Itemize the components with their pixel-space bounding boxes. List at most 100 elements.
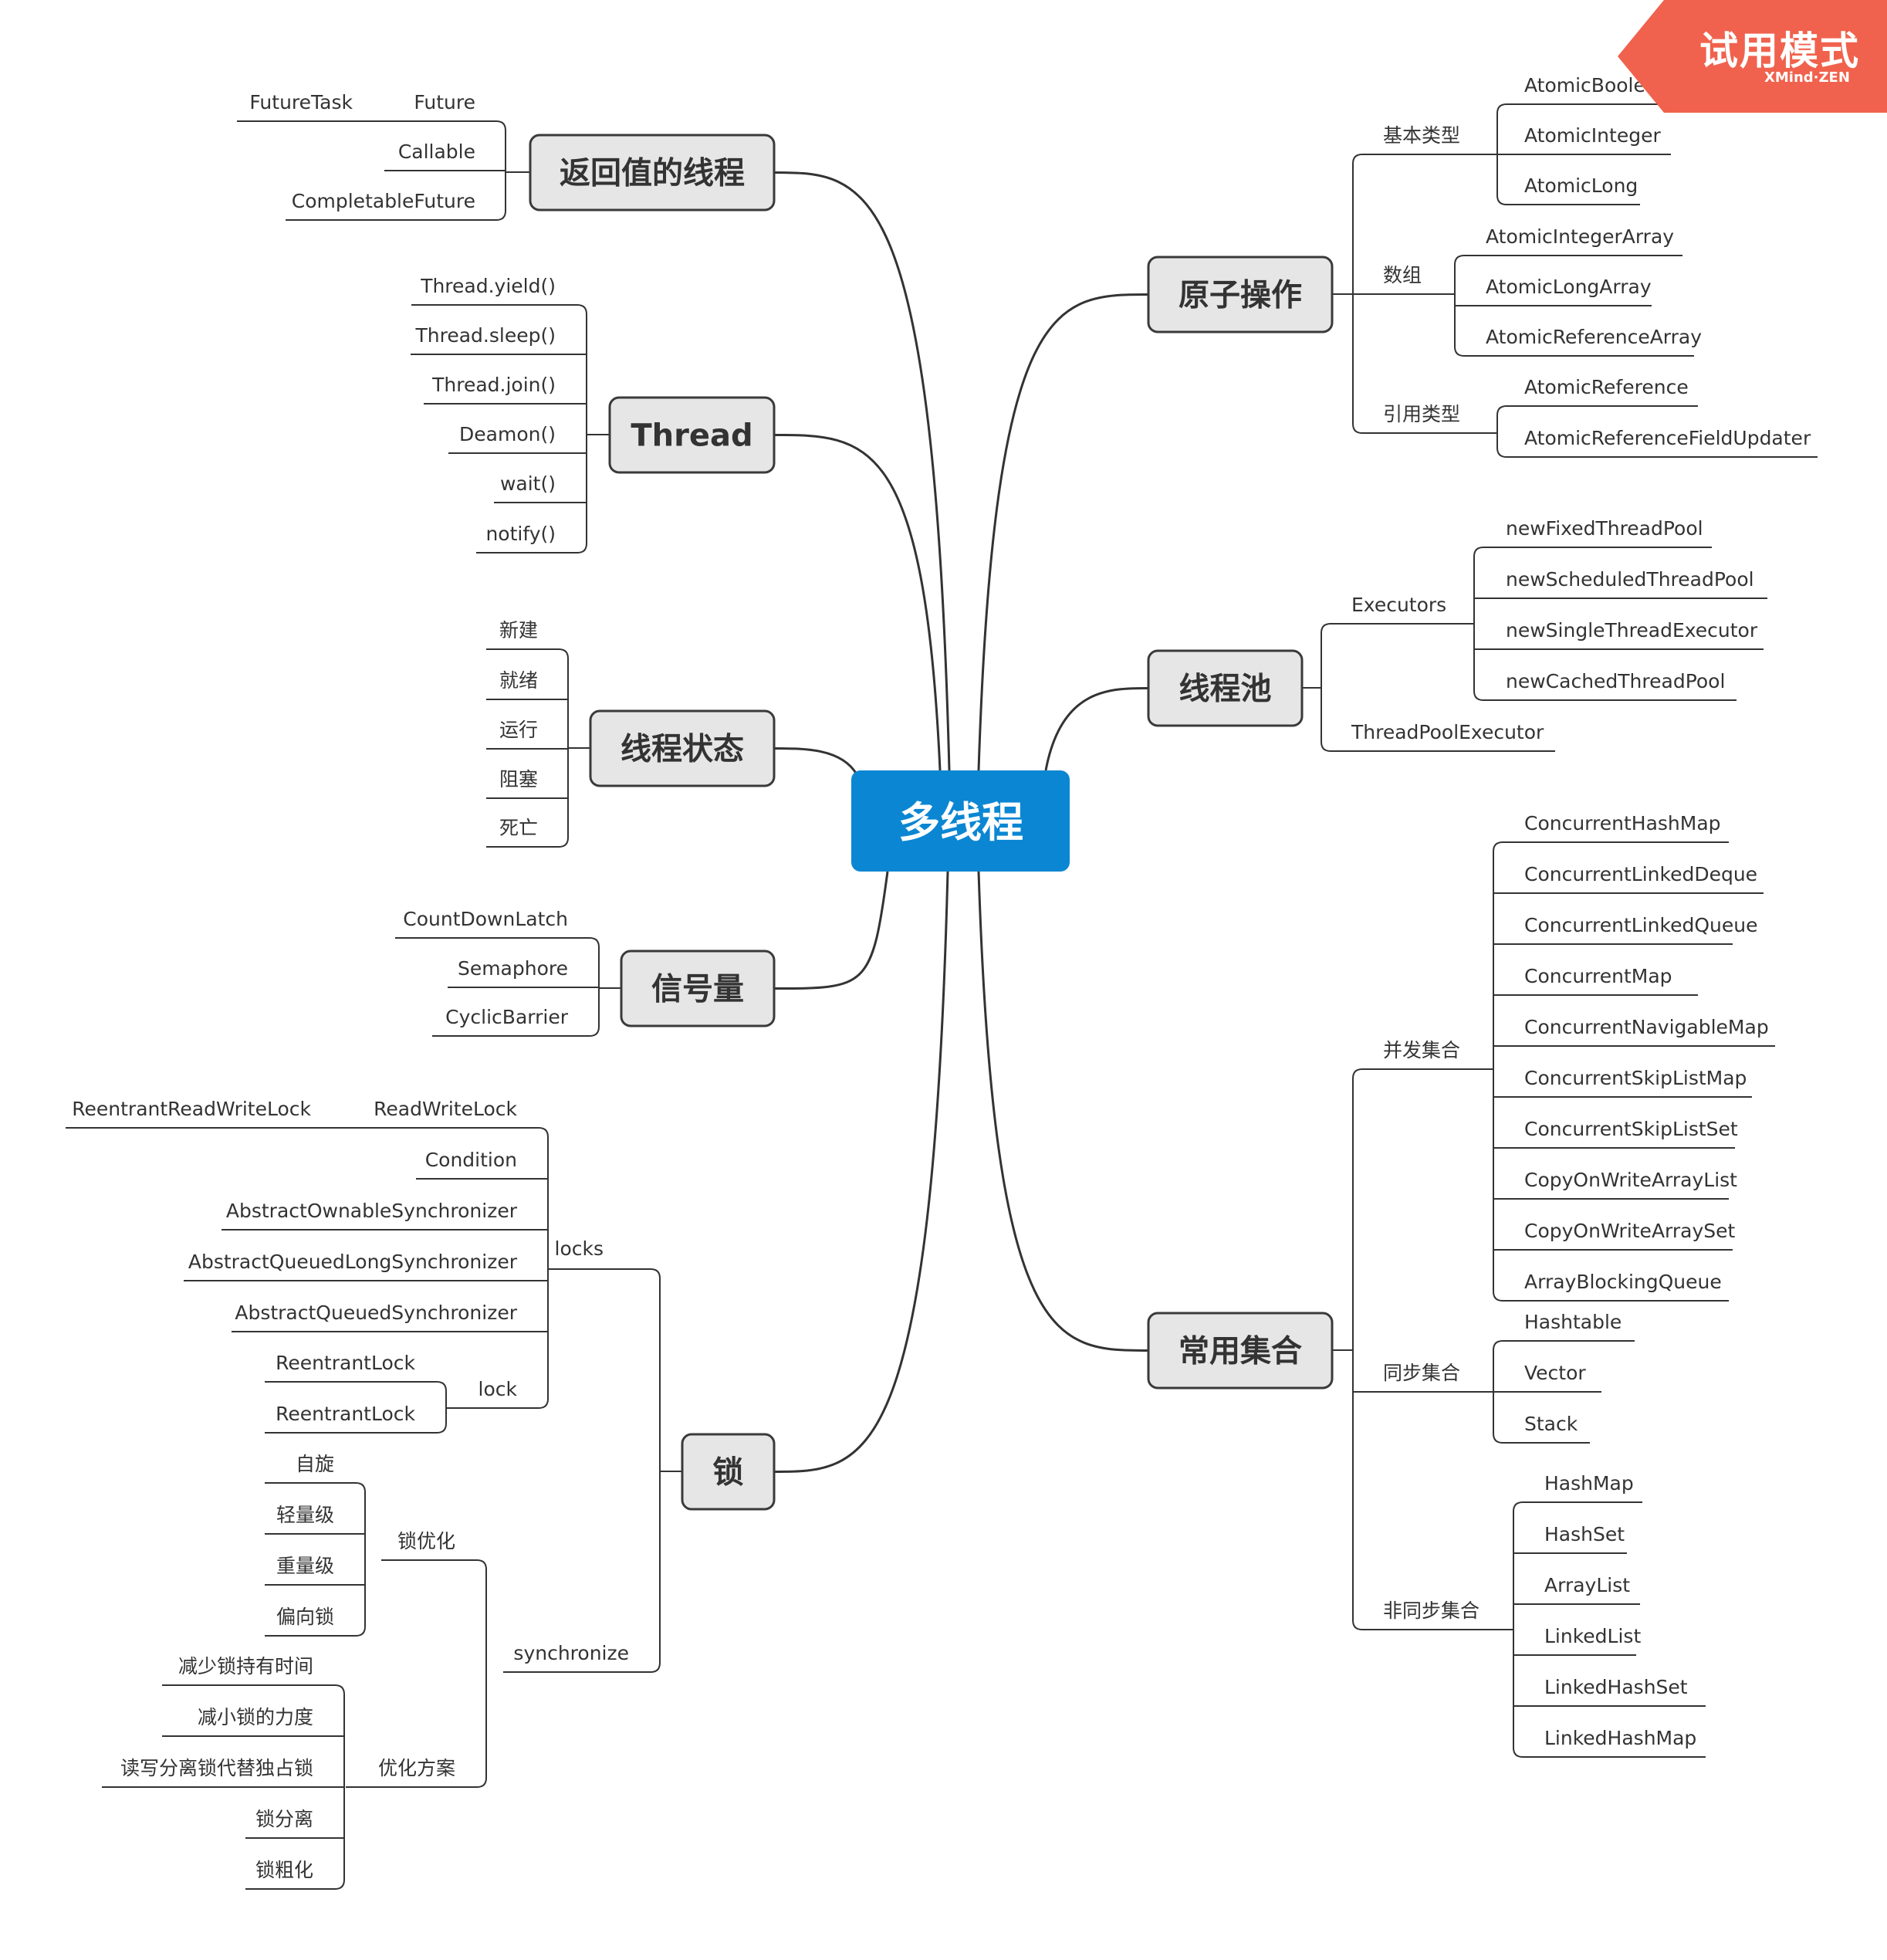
topic-state-3: 阻塞 bbox=[499, 768, 538, 790]
branch-connector-semaphore bbox=[773, 871, 889, 990]
topic-collection-0-8: CopyOnWriteArraySet bbox=[1524, 1220, 1736, 1242]
topic-non-synchronized-collections: 非同步集合 bbox=[1383, 1599, 1480, 1622]
topic-state-4: 死亡 bbox=[499, 817, 538, 839]
branch-pool[interactable] bbox=[1147, 649, 1304, 727]
branch-future-label: 返回值的线程 bbox=[560, 156, 745, 191]
topic-collection-0-4: ConcurrentNavigableMap bbox=[1524, 1016, 1769, 1038]
topic-atomic-0-1: AtomicInteger bbox=[1524, 124, 1661, 147]
topic-readwritelock: ReadWriteLock bbox=[374, 1098, 517, 1120]
topic-aos: AbstractOwnableSynchronizer bbox=[226, 1200, 518, 1222]
topic-atomic-1-0: AtomicIntegerArray bbox=[1486, 225, 1674, 248]
branch-atomic[interactable] bbox=[1147, 256, 1334, 333]
bracket-line bbox=[1493, 841, 1503, 1302]
branch-atomic-label: 原子操作 bbox=[1179, 278, 1302, 313]
topic-threadpoolexecutor: ThreadPoolExecutor bbox=[1351, 721, 1544, 743]
bracket-line bbox=[1352, 1068, 1363, 1630]
bracket-line bbox=[558, 648, 569, 848]
xmind-zen-brand: XMind·ZEN bbox=[1764, 69, 1850, 86]
topic-atomic-2-0: AtomicReference bbox=[1524, 376, 1689, 398]
topic-synchronize: synchronize bbox=[513, 1642, 629, 1664]
topic-lock-opt-2: 重量级 bbox=[276, 1555, 334, 1577]
topic-reentrantlock-2: ReentrantLock bbox=[276, 1403, 415, 1425]
central-topic[interactable] bbox=[851, 770, 1070, 872]
topic-completablefuture: CompletableFuture bbox=[292, 190, 475, 212]
branch-connector-collections bbox=[977, 871, 1149, 1352]
topic-synchronized-collections: 同步集合 bbox=[1383, 1362, 1460, 1384]
topic-aqs: AbstractQueuedSynchronizer bbox=[235, 1302, 517, 1324]
topic-opt-plan-3: 锁分离 bbox=[255, 1808, 313, 1830]
topic-atomic-1-2: AtomicReferenceArray bbox=[1486, 326, 1702, 348]
topic-future: Future bbox=[414, 91, 475, 113]
central-topic-label: 多线程 bbox=[898, 798, 1023, 847]
bracket-line bbox=[495, 120, 506, 221]
topic-basic-types: 基本类型 bbox=[1383, 124, 1460, 147]
topic-reference-types: 引用类型 bbox=[1383, 403, 1460, 425]
topic-opt-plan-2: 读写分离锁代替独占锁 bbox=[120, 1757, 313, 1779]
bracket-line bbox=[1454, 255, 1465, 357]
bracket-line bbox=[334, 1684, 345, 1890]
branch-pool-label: 线程池 bbox=[1179, 672, 1272, 707]
trial-mode-badge: 试用模式 XMind·ZEN bbox=[1618, 0, 1887, 113]
topic-collection-0-6: ConcurrentSkipListSet bbox=[1524, 1118, 1738, 1140]
topic-thread-method-3: Deamon() bbox=[459, 423, 556, 445]
topic-thread-method-5: notify() bbox=[485, 523, 556, 545]
bracket-line bbox=[1473, 547, 1484, 701]
topic-collection-2-4: LinkedHashSet bbox=[1544, 1676, 1688, 1698]
bracket-line bbox=[538, 1127, 549, 1409]
topic-atomic-0-2: AtomicLong bbox=[1524, 174, 1638, 197]
bracket-line bbox=[1493, 1340, 1503, 1444]
topic-collection-2-2: ArrayList bbox=[1544, 1574, 1630, 1596]
branch-collections-label: 常用集合 bbox=[1179, 1334, 1302, 1369]
topic-opt-plan-4: 锁粗化 bbox=[255, 1859, 313, 1881]
topic-state-2: 运行 bbox=[499, 719, 538, 741]
topic-thread-method-1: Thread.sleep() bbox=[415, 324, 556, 347]
topic-collection-2-0: HashMap bbox=[1544, 1472, 1634, 1495]
topic-callable: Callable bbox=[398, 140, 475, 163]
topic-executors-0: newFixedThreadPool bbox=[1506, 517, 1703, 540]
bracket-line bbox=[476, 1559, 487, 1788]
topic-collection-0-1: ConcurrentLinkedDeque bbox=[1524, 863, 1757, 885]
topic-opt-plan-1: 减小锁的力度 bbox=[198, 1706, 313, 1728]
bracket-line bbox=[1321, 623, 1331, 752]
topic-semaphore-2: CyclicBarrier bbox=[445, 1006, 569, 1028]
branch-connector-atomic bbox=[977, 293, 1149, 771]
topic-executors-1: newScheduledThreadPool bbox=[1506, 568, 1754, 591]
topic-collection-2-1: HashSet bbox=[1544, 1523, 1625, 1545]
branch-state[interactable] bbox=[589, 709, 776, 787]
topic-lock-opt-3: 偏向锁 bbox=[276, 1606, 334, 1628]
branch-thread[interactable] bbox=[608, 396, 776, 474]
branch-state-label: 线程状态 bbox=[621, 732, 744, 767]
topic-collection-1-1: Vector bbox=[1524, 1362, 1586, 1384]
bracket-line bbox=[650, 1268, 661, 1673]
trial-mode-label: 试用模式 bbox=[1699, 29, 1860, 73]
bracket-line bbox=[577, 304, 587, 553]
topic-semaphore-1: Semaphore bbox=[458, 957, 568, 980]
topic-executors-3: newCachedThreadPool bbox=[1506, 670, 1725, 692]
branch-lock-label: 锁 bbox=[713, 1455, 744, 1491]
branch-future[interactable] bbox=[529, 134, 776, 212]
topic-collection-0-5: ConcurrentSkipListMap bbox=[1524, 1067, 1747, 1089]
bracket-line bbox=[1496, 103, 1507, 205]
topic-connectors bbox=[66, 103, 1818, 1890]
topic-reentrantlock-1: ReentrantLock bbox=[276, 1352, 415, 1374]
branch-connector-pool bbox=[1044, 687, 1149, 771]
topic-collection-0-7: CopyOnWriteArrayList bbox=[1524, 1169, 1737, 1191]
topic-lock: lock bbox=[479, 1378, 518, 1400]
topic-reentrantreadwritelock: ReentrantReadWriteLock bbox=[72, 1098, 311, 1120]
topic-lock-opt-1: 轻量级 bbox=[276, 1504, 334, 1526]
topic-atomic-1-1: AtomicLongArray bbox=[1486, 276, 1652, 298]
branch-collections[interactable] bbox=[1147, 1312, 1334, 1390]
topic-collection-0-0: ConcurrentHashMap bbox=[1524, 812, 1721, 834]
topic-atomic-2-1: AtomicReferenceFieldUpdater bbox=[1524, 427, 1811, 449]
branch-semaphore[interactable] bbox=[620, 950, 776, 1027]
topic-lock-opt-0: 自旋 bbox=[296, 1453, 334, 1475]
bracket-line bbox=[1352, 154, 1363, 434]
topic-arrays: 数组 bbox=[1383, 264, 1422, 286]
branch-connector-future bbox=[773, 171, 951, 771]
topic-executors: Executors bbox=[1351, 594, 1446, 616]
topic-executors-2: newSingleThreadExecutor bbox=[1506, 619, 1758, 641]
branch-thread-label: Thread bbox=[631, 418, 752, 454]
bracket-line bbox=[355, 1482, 366, 1637]
branch-lock[interactable] bbox=[681, 1433, 776, 1511]
